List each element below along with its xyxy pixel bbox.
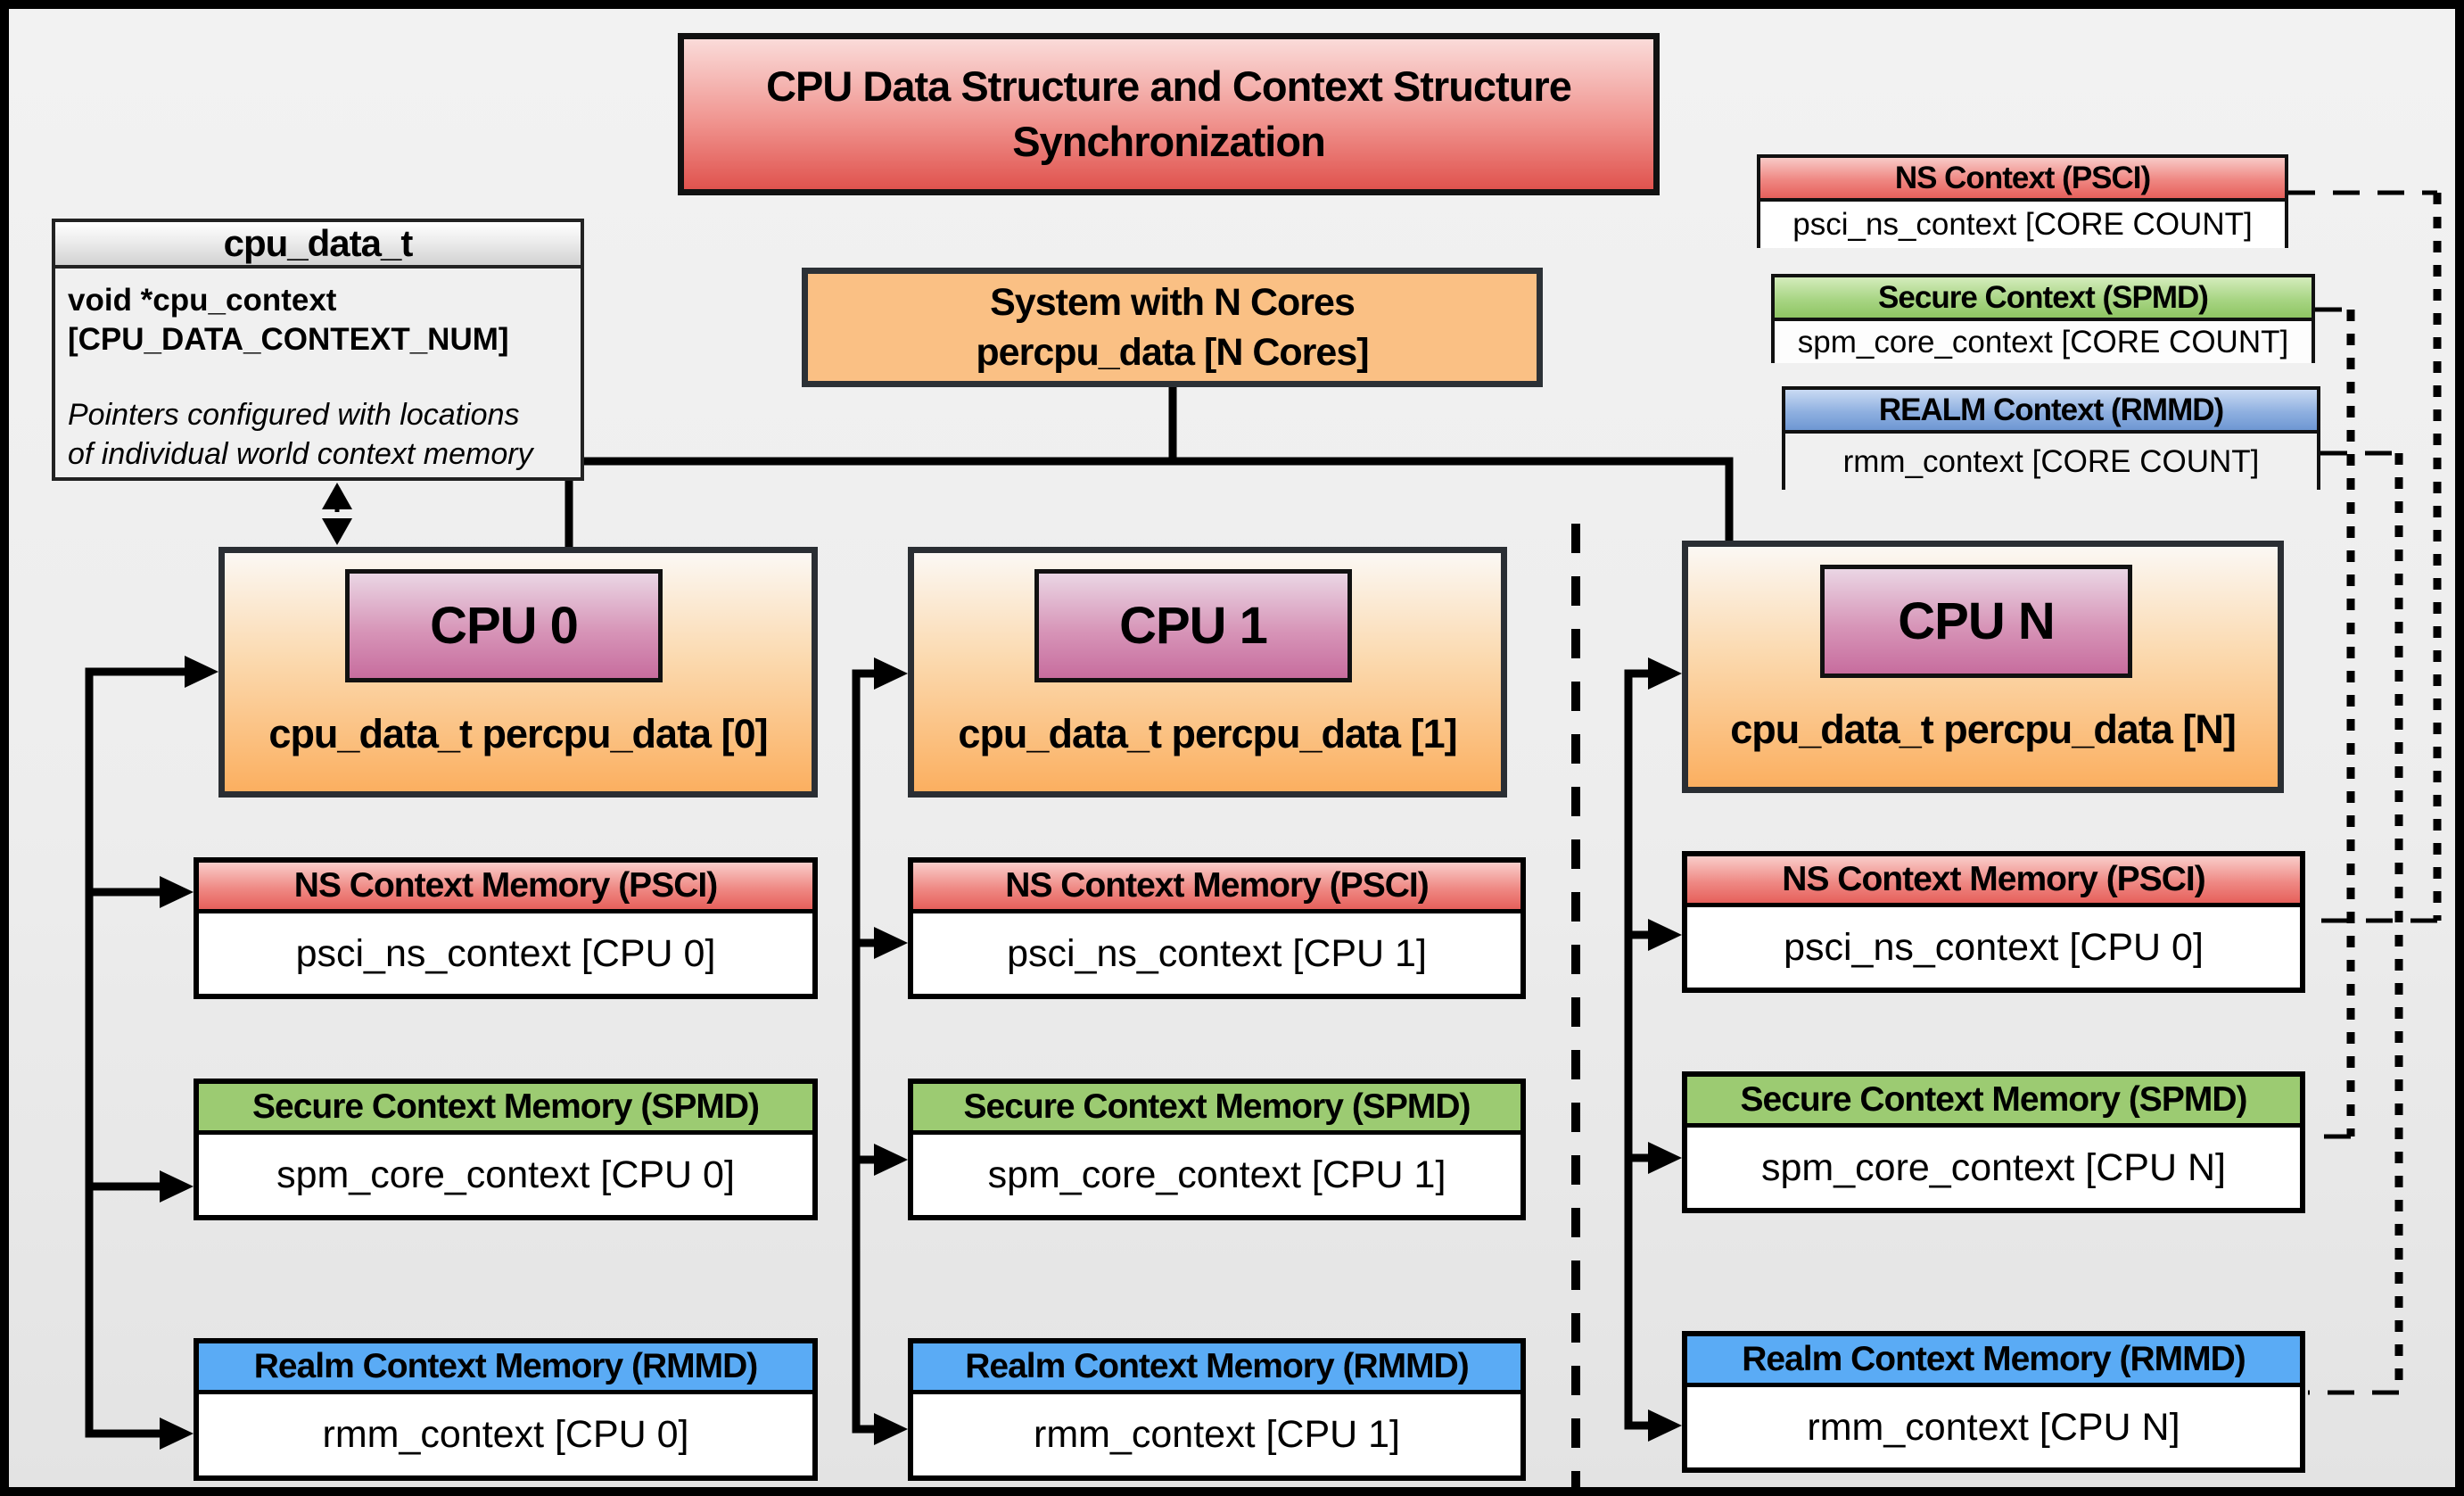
cpu0-data-text: cpu_data_t percpu_data [0] bbox=[268, 711, 768, 756]
legend-ns-header: NS Context (PSCI) bbox=[1760, 158, 2285, 202]
cpu1-secure-memory: Secure Context Memory (SPMD) spm_core_co… bbox=[908, 1079, 1526, 1220]
system-branch-lines bbox=[564, 383, 1734, 551]
cpu0-ns-body: psci_ns_context [CPU 0] bbox=[295, 931, 716, 975]
legend-realm-body: rmm_context [CORE COUNT] bbox=[1785, 434, 2317, 490]
cpu1-box: CPU 1 cpu_data_t percpu_data [1] bbox=[908, 547, 1507, 798]
cpu1-label: CPU 1 bbox=[1034, 569, 1352, 682]
cpu1-bus-arrowheads bbox=[874, 657, 908, 1445]
diagram-title: CPU Data Structure and Context Structure… bbox=[678, 33, 1660, 195]
cpu1-secure-body: spm_core_context [CPU 1] bbox=[987, 1153, 1446, 1196]
cpu1-realm-header: Realm Context Memory (RMMD) bbox=[913, 1343, 1520, 1394]
cpun-label: CPU N bbox=[1820, 565, 2132, 678]
note-line1: Pointers configured with locations bbox=[68, 398, 520, 432]
legend-ns-context: NS Context (PSCI) psci_ns_context [CORE … bbox=[1757, 154, 2288, 248]
system-line2: percpu_data [N Cores] bbox=[976, 331, 1369, 374]
legend-secure-body: spm_core_context [CORE COUNT] bbox=[1775, 321, 2312, 363]
cpun-realm-body: rmm_context [CPU N] bbox=[1807, 1405, 2180, 1449]
diagram-title-line2: Synchronization bbox=[1012, 118, 1326, 165]
cpun-box: CPU N cpu_data_t percpu_data [N] bbox=[1682, 541, 2284, 793]
cpu-data-t-header: cpu_data_t bbox=[55, 222, 581, 269]
cpu1-realm-body: rmm_context [CPU 1] bbox=[1034, 1412, 1400, 1456]
legend-route-realm bbox=[2308, 450, 2403, 1395]
cpun-ns-memory: NS Context Memory (PSCI) psci_ns_context… bbox=[1682, 851, 2305, 993]
cpun-realm-memory: Realm Context Memory (RMMD) rmm_context … bbox=[1682, 1331, 2305, 1473]
cpu0-secure-memory: Secure Context Memory (SPMD) spm_core_co… bbox=[194, 1079, 818, 1220]
cpu0-box: CPU 0 cpu_data_t percpu_data [0] bbox=[218, 547, 818, 798]
cpu0-realm-header: Realm Context Memory (RMMD) bbox=[199, 1343, 812, 1394]
cpu1-ns-body: psci_ns_context [CPU 1] bbox=[1007, 931, 1427, 975]
cpu0-secure-header: Secure Context Memory (SPMD) bbox=[199, 1084, 812, 1135]
cpu0-realm-memory: Realm Context Memory (RMMD) rmm_context … bbox=[194, 1338, 818, 1481]
system-box: System with N Cores percpu_data [N Cores… bbox=[802, 268, 1543, 387]
cpu-context-field-line2: [CPU_DATA_CONTEXT_NUM] bbox=[68, 322, 509, 357]
cpu-data-t-note: Pointers configured with locations of in… bbox=[68, 395, 568, 474]
cpu1-data-text: cpu_data_t percpu_data [1] bbox=[958, 711, 1457, 756]
system-line1: System with N Cores bbox=[990, 281, 1356, 324]
cpun-secure-memory: Secure Context Memory (SPMD) spm_core_co… bbox=[1682, 1071, 2305, 1213]
cpun-data-text: cpu_data_t percpu_data [N] bbox=[1730, 707, 2237, 752]
cpu1-realm-memory: Realm Context Memory (RMMD) rmm_context … bbox=[908, 1338, 1526, 1481]
legend-secure-context: Secure Context (SPMD) spm_core_context [… bbox=[1771, 274, 2315, 363]
note-line2: of individual world context memory bbox=[68, 437, 533, 471]
cpu0-label: CPU 0 bbox=[345, 569, 663, 682]
cpu0-bus bbox=[85, 667, 192, 1438]
cpun-bus bbox=[1624, 669, 1654, 1430]
legend-realm-context: REALM Context (RMMD) rmm_context [CORE C… bbox=[1782, 386, 2320, 490]
cpu0-ns-memory: NS Context Memory (PSCI) psci_ns_context… bbox=[194, 857, 818, 999]
legend-secure-header: Secure Context (SPMD) bbox=[1775, 277, 2312, 321]
cpu-data-t-box: cpu_data_t void *cpu_context [CPU_DATA_C… bbox=[52, 219, 584, 481]
cpun-ns-header: NS Context Memory (PSCI) bbox=[1687, 856, 2300, 907]
cpun-bus-arrowheads bbox=[1648, 657, 1682, 1442]
cpu1-ns-memory: NS Context Memory (PSCI) psci_ns_context… bbox=[908, 857, 1526, 999]
cpu0-bus-arrowheads bbox=[160, 656, 218, 1450]
cpun-secure-header: Secure Context Memory (SPMD) bbox=[1687, 1077, 2300, 1128]
cpu0-secure-body: spm_core_context [CPU 0] bbox=[276, 1153, 735, 1196]
cpu1-ns-header: NS Context Memory (PSCI) bbox=[913, 863, 1520, 913]
cpu-data-t-body: void *cpu_context [CPU_DATA_CONTEXT_NUM]… bbox=[55, 269, 581, 474]
cpu0-realm-body: rmm_context [CPU 0] bbox=[322, 1412, 689, 1456]
cpun-ns-body: psci_ns_context [CPU 0] bbox=[1784, 925, 2204, 969]
struct-sync-arrow bbox=[322, 483, 352, 545]
cpu0-ns-header: NS Context Memory (PSCI) bbox=[199, 863, 812, 913]
cpun-secure-body: spm_core_context [CPU N] bbox=[1761, 1145, 2226, 1189]
cpun-realm-header: Realm Context Memory (RMMD) bbox=[1687, 1336, 2300, 1387]
cpu1-bus bbox=[852, 669, 880, 1434]
cpu-context-field-line1: void *cpu_context bbox=[68, 283, 337, 318]
legend-ns-body: psci_ns_context [CORE COUNT] bbox=[1760, 202, 2285, 248]
legend-realm-header: REALM Context (RMMD) bbox=[1785, 390, 2317, 434]
diagram-title-line1: CPU Data Structure and Context Structure bbox=[766, 62, 1572, 110]
cpu1-secure-header: Secure Context Memory (SPMD) bbox=[913, 1084, 1520, 1135]
